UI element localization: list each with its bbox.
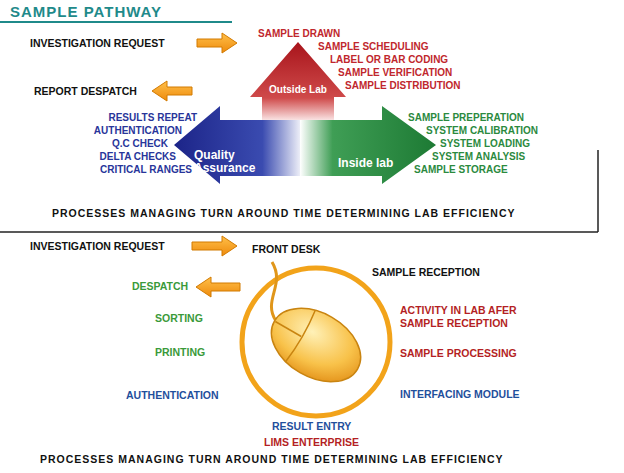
step-label: DELTA CHECKS [100,151,176,163]
step-label: AUTHENTICATION [126,389,219,402]
step-label: RESULTS REPEAT [108,112,197,124]
orange-arrow [192,236,237,256]
step-label: SORTING [155,312,203,325]
step-label: AUTHENTICATION [94,125,182,137]
arrow-label: Quality Assurance [194,149,276,175]
frame-line [597,150,599,232]
step-label: PROCESSES MANAGING TURN AROUND TIME DETE… [52,207,516,220]
mouse-cord [271,262,276,321]
step-label: SAMPLE DRAWN [258,28,340,40]
step-label: CRITICAL RANGES [100,164,192,176]
step-label: SAMPLE DISTRIBUTION [345,80,461,92]
step-label: SAMPLE SCHEDULING [318,41,429,53]
arrow-shape [234,38,362,122]
orange-ring [242,268,390,416]
arrow-label: Outside Lab [234,84,362,95]
step-label: PROCESSES MANAGING TURN AROUND TIME DETE… [40,453,504,466]
title-underline [0,21,232,23]
step-label: SAMPLE VERIFICATION [338,67,452,79]
quality-assurance-arrow: Quality Assurance [172,104,304,186]
step-label: LABEL OR BAR CODING [330,54,448,66]
step-label: REPORT DESPATCH [34,85,137,98]
step-label: DESPATCH [132,280,188,293]
arrow-label: Inside lab [338,157,400,170]
step-label: SAMPLE STORAGE [414,164,508,176]
step-label: RESULT ENTRY [272,420,351,433]
arrow-shape [300,104,438,186]
step-label: ACTIVITY IN LAB AFER SAMPLE RECEPTION [400,304,550,329]
step-label: PRINTING [155,346,205,359]
step-label: FRONT DESK [252,243,320,256]
inside-lab-arrow: Inside lab [300,104,438,186]
arrow-fill [300,106,436,184]
orange-arrow [197,33,237,53]
step-label: SAMPLE RECEPTION [372,266,480,279]
mouse-icon [258,293,373,396]
orange-arrow [152,81,192,101]
step-label: SAMPLE PROCESSING [400,347,517,360]
step-label: SYSTEM ANALYSIS [432,151,525,163]
step-label: INVESTIGATION REQUEST [30,37,165,50]
step-label: Q.C CHECK [112,138,168,150]
arrow-fill [174,106,304,184]
diagram-title: SAMPLE PATHWAY [10,3,162,21]
outside-lab-arrow: Outside Lab [234,38,362,122]
step-label: LIMS ENTERPRISE [264,436,359,449]
step-label: SYSTEM CALIBRATION [426,125,538,137]
orange-arrow [196,277,240,297]
step-label: SAMPLE PREPERATION [408,112,524,124]
step-label: SYSTEM LOADING [440,138,530,150]
step-label: INVESTIGATION REQUEST [30,240,165,253]
separator-line [0,231,598,233]
step-label: INTERFACING MODULE [400,388,520,401]
arrow-fill [250,42,346,122]
